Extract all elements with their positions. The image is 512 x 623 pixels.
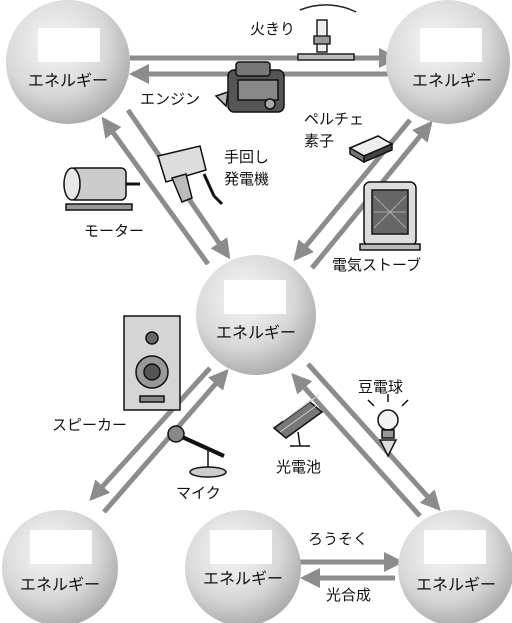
node-center-label: エネルギー: [216, 323, 296, 342]
microphone-label: マイク: [176, 484, 221, 502]
peltier-element-icon: [348, 135, 394, 164]
arrow-bottom-right-to-center: [291, 373, 422, 518]
motor-icon: [63, 167, 140, 211]
node-top-right-label: エネルギー: [412, 71, 492, 90]
speaker-icon: [123, 315, 181, 411]
electric-stove-icon: [359, 181, 421, 251]
node-center: エネルギー: [196, 255, 316, 375]
microphone-icon: [167, 425, 227, 478]
arrow-center-to-bottom-right: [306, 362, 441, 511]
node-top-left-label: エネルギー: [28, 71, 108, 90]
peltier-label-line1: ペルチェ: [304, 110, 364, 128]
light-bulb-icon: [367, 394, 409, 458]
arrow-center-to-bottom-left: [89, 366, 212, 501]
light-bulb-label: 豆電球: [358, 378, 403, 396]
lighter-label: 火きり: [250, 20, 295, 38]
node-bottom-middle: エネルギー: [185, 510, 301, 623]
node-bottom-middle-label: エネルギー: [203, 569, 283, 588]
node-top-right: エネルギー: [386, 0, 510, 124]
node-top-left: エネルギー: [6, 0, 130, 124]
speaker-label: スピーカー: [52, 416, 127, 434]
engine-icon: [214, 61, 285, 113]
node-bottom-left: エネルギー: [2, 510, 118, 623]
node-bottom-right: エネルギー: [398, 510, 512, 623]
hand-generator-label-line1: 手回し: [224, 148, 269, 166]
hand-generator-icon: [157, 145, 224, 206]
photosynthesis-label: 光合成: [326, 586, 371, 604]
motor-label: モーター: [84, 222, 144, 240]
arrow-center-to-top-left: [101, 116, 211, 266]
arrow-bottom-left-to-center: [102, 368, 229, 514]
fire-drill-icon: [297, 4, 357, 61]
peltier-label-line2: 素子: [304, 132, 334, 150]
hand-generator-label-line2: 発電機: [224, 170, 269, 188]
engine-label: エンジン: [140, 90, 200, 108]
electric-stove-label: 電気ストーブ: [332, 256, 421, 274]
candle-label: ろうそく: [308, 530, 368, 548]
node-bottom-left-label: エネルギー: [20, 575, 100, 594]
solar-cell-label: 光電池: [276, 458, 321, 476]
node-bottom-right-label: エネルギー: [416, 575, 496, 594]
solar-cell-icon: [272, 394, 324, 447]
